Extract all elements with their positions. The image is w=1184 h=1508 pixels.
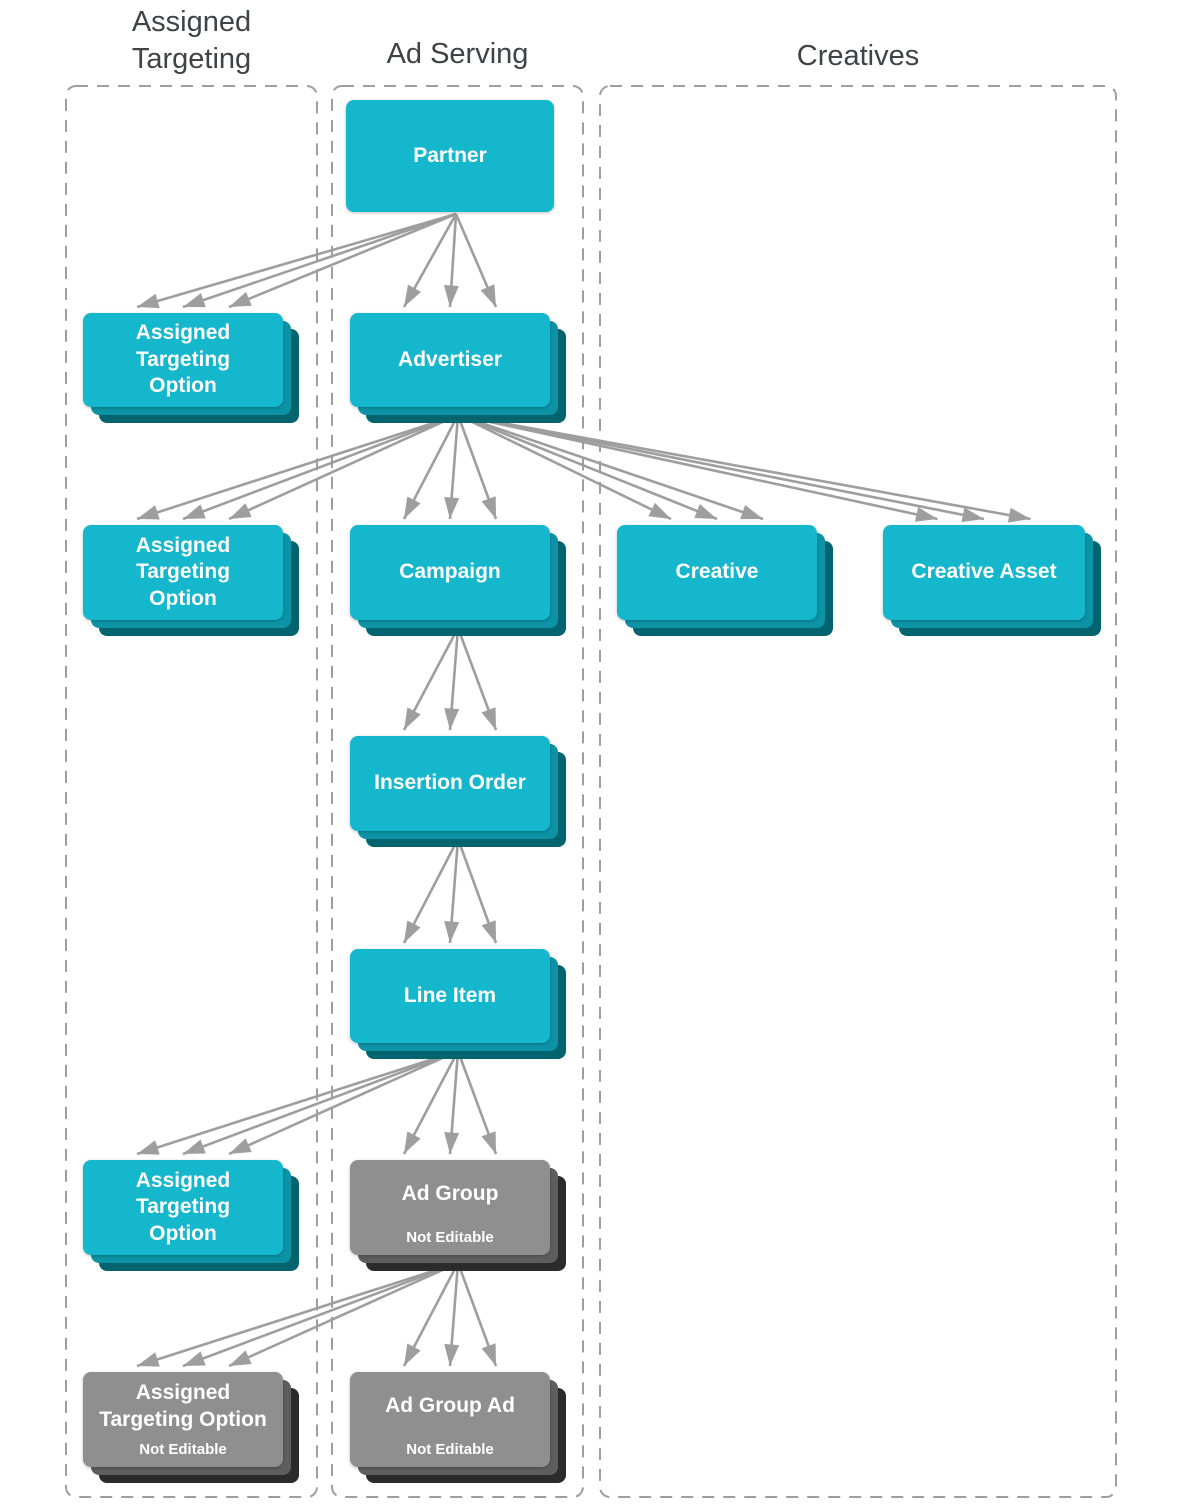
node-ato-ad-group-sublabel: Not Editable: [139, 1441, 227, 1458]
node-ad-group-ad-sublabel: Not Editable: [406, 1441, 494, 1458]
node-line-item-label: Line Item: [403, 983, 497, 1007]
node-ato-partner-label: Assigned Targeting Option: [135, 321, 231, 398]
edge-campaign-to-insertion-order: [456, 627, 498, 731]
node-insertion-order: Insertion Order: [350, 736, 566, 847]
column-frame-creatives: [599, 85, 1117, 1498]
node-partner-label: Partner: [413, 143, 487, 167]
column-header-targeting: Assigned Targeting: [131, 6, 252, 75]
node-ato-advertiser: Assigned Targeting Option: [83, 525, 299, 636]
edge-line-item-to-ato-line-item: [136, 1049, 459, 1156]
edge-campaign-to-insertion-order: [402, 627, 460, 731]
edge-line-item-to-ato-line-item: [182, 1049, 459, 1156]
node-creative-asset-card: Creative Asset: [883, 525, 1085, 620]
node-ad-group-sublabel: Not Editable: [406, 1229, 494, 1246]
edge-insertion-order-to-line-item: [402, 838, 460, 944]
edge-ad-group-to-ato-ad-group: [182, 1261, 459, 1368]
edge-advertiser-to-creative: [457, 413, 764, 521]
edge-partner-to-advertiser: [402, 213, 458, 308]
edge-campaign-to-insertion-order: [444, 627, 460, 731]
edge-ad-group-to-ato-ad-group: [136, 1261, 459, 1368]
node-campaign-card: Campaign: [350, 525, 550, 620]
edge-partner-to-advertiser: [443, 213, 459, 308]
edge-ad-group-to-ad-group-ad: [456, 1262, 498, 1367]
edge-ad-group-to-ad-group-ad: [402, 1262, 460, 1367]
edge-line-item-to-ad-group: [402, 1050, 460, 1155]
edge-insertion-order-to-line-item: [456, 838, 498, 944]
edge-advertiser-to-creative-asset: [457, 413, 1031, 523]
node-ad-group-ad: Ad Group Ad Not Editable: [350, 1372, 566, 1483]
node-ato-ad-group-label: Assigned Targeting Option: [99, 1380, 267, 1431]
node-ato-advertiser-card: Assigned Targeting Option: [83, 525, 283, 620]
node-creative-asset: Creative Asset: [883, 525, 1101, 636]
node-creative-card: Creative: [617, 525, 817, 620]
edge-advertiser-to-ato-advertiser: [136, 413, 459, 521]
edge-advertiser-to-creative-asset: [457, 413, 938, 522]
node-line-item-card: Line Item: [350, 949, 550, 1043]
edge-partner-to-ato-partner: [136, 212, 457, 309]
node-advertiser-card: Advertiser: [350, 313, 550, 407]
edge-advertiser-to-ato-advertiser: [182, 413, 459, 521]
node-campaign: Campaign: [350, 525, 566, 636]
edge-advertiser-to-creative: [457, 413, 672, 521]
node-campaign-label: Campaign: [399, 560, 501, 584]
column-header-serving: Ad Serving: [386, 38, 529, 70]
node-advertiser: Advertiser: [350, 313, 566, 423]
edge-line-item-to-ad-group: [456, 1050, 498, 1155]
node-creative-asset-label: Creative Asset: [911, 560, 1057, 584]
node-ato-line-item-card: Assigned Targeting Option: [83, 1160, 283, 1255]
node-ato-line-item: Assigned Targeting Option: [83, 1160, 299, 1271]
edge-line-item-to-ad-group: [444, 1050, 460, 1155]
edge-partner-to-ato-partner: [228, 212, 457, 309]
column-frame-targeting: [65, 85, 318, 1498]
node-creative: Creative: [617, 525, 833, 636]
node-ato-line-item-label: Assigned Targeting Option: [135, 1168, 231, 1245]
node-ad-group-ad-card: Ad Group Ad Not Editable: [350, 1372, 550, 1467]
node-insertion-order-card: Insertion Order: [350, 736, 550, 831]
edge-ad-group-to-ad-group-ad: [444, 1262, 460, 1367]
node-ato-partner-card: Assigned Targeting Option: [83, 313, 283, 407]
node-partner-card: Partner: [346, 100, 554, 212]
edge-insertion-order-to-line-item: [444, 838, 460, 944]
edge-line-item-to-ato-line-item: [228, 1049, 459, 1156]
node-insertion-order-label: Insertion Order: [374, 771, 526, 795]
edge-advertiser-to-campaign: [444, 414, 460, 520]
column-header-creatives: Creatives: [796, 40, 920, 72]
node-advertiser-label: Advertiser: [398, 347, 502, 371]
node-line-item: Line Item: [350, 949, 566, 1059]
node-ad-group-ad-label: Ad Group Ad: [385, 1394, 515, 1418]
node-partner: Partner: [346, 100, 554, 212]
node-creative-label: Creative: [675, 560, 759, 584]
edge-advertiser-to-campaign: [402, 414, 460, 520]
edge-advertiser-to-campaign: [456, 414, 498, 520]
edge-advertiser-to-ato-advertiser: [228, 413, 459, 521]
node-ad-group-label: Ad Group: [401, 1182, 499, 1206]
edge-advertiser-to-creative-asset: [457, 413, 985, 523]
node-ato-advertiser-label: Assigned Targeting Option: [135, 533, 231, 610]
node-ato-partner: Assigned Targeting Option: [83, 313, 299, 423]
edge-partner-to-advertiser: [454, 213, 498, 308]
edge-ad-group-to-ato-ad-group: [228, 1261, 459, 1368]
edge-advertiser-to-creative: [457, 413, 718, 521]
edge-partner-to-ato-partner: [182, 212, 457, 309]
